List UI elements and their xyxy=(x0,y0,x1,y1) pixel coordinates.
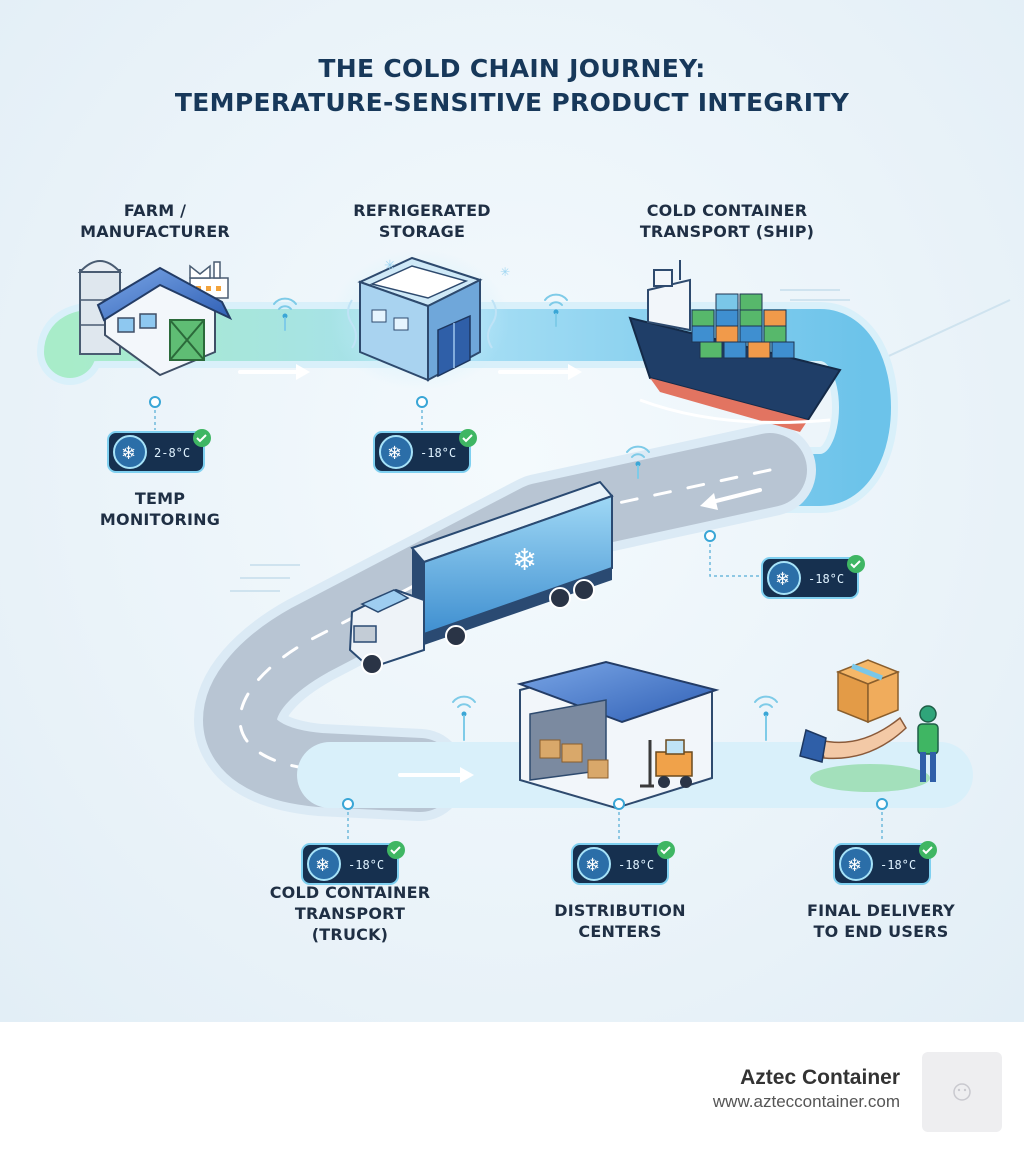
svg-text:✳: ✳ xyxy=(500,265,510,279)
snowflake-icon: ❄ xyxy=(585,855,600,876)
temp-reading: -18°C xyxy=(420,446,456,460)
snowflake-icon: ❄ xyxy=(121,443,136,464)
stage-label-line: (TRUCK) xyxy=(311,925,389,944)
title-line-2: TEMPERATURE-SENSITIVE PRODUCT INTEGRITY xyxy=(174,88,850,117)
check-icon xyxy=(919,841,937,859)
stage-label-line: MANUFACTURER xyxy=(80,222,230,241)
temp-reading: -18°C xyxy=(880,858,916,872)
wifi-signal-icon xyxy=(754,695,778,741)
stage-label-line: CENTERS xyxy=(578,922,662,941)
temp-reading: -18°C xyxy=(348,858,384,872)
temp-badge-truck: ❄ -18°C xyxy=(301,841,405,885)
stage-label-delivery: FINAL DELIVERY TO END USERS xyxy=(786,900,976,942)
stage-label-line: REFRIGERATED xyxy=(353,201,491,220)
svg-text:✳: ✳ xyxy=(384,258,396,274)
stage-label-ship: COLD CONTAINER TRANSPORT (SHIP) xyxy=(612,200,842,242)
stage-label-line: TRANSPORT (SHIP) xyxy=(639,222,815,241)
stage-label-line: FARM / xyxy=(123,201,187,220)
forklift-icon xyxy=(640,739,693,788)
stage-label-line: DISTRIBUTION xyxy=(554,901,686,920)
brand-logo xyxy=(922,1052,1002,1132)
wifi-signal-icon xyxy=(626,445,650,479)
temp-badge-distribution: ❄ -18°C xyxy=(571,841,675,885)
wifi-signal-icon xyxy=(544,293,568,327)
temp-reading: -18°C xyxy=(618,858,654,872)
snowflake-icon: ❄ xyxy=(847,855,862,876)
brand-name: Aztec Container xyxy=(740,1066,900,1089)
stage-label-line: COLD CONTAINER xyxy=(269,883,431,902)
check-icon xyxy=(657,841,675,859)
monitoring-label-line: MONITORING xyxy=(99,510,221,529)
title-line-1: THE COLD CHAIN JOURNEY: xyxy=(318,54,706,83)
brand-url: www.azteccontainer.com xyxy=(712,1092,900,1111)
logo-icon xyxy=(953,1083,971,1101)
distribution-illustration xyxy=(516,660,720,810)
delivery-illustration xyxy=(799,659,939,792)
storage-illustration: ✳ ✳ xyxy=(330,250,510,390)
flow-arrows xyxy=(238,364,762,783)
stage-label-truck: COLD CONTAINER TRANSPORT (TRUCK) xyxy=(250,882,450,945)
svg-text:❄: ❄ xyxy=(512,543,537,578)
stage-label-line: STORAGE xyxy=(378,222,466,241)
snowflake-icon: ❄ xyxy=(387,443,402,464)
snowflake-icon: ❄ xyxy=(315,855,330,876)
stage-label-distribution: DISTRIBUTION CENTERS xyxy=(530,900,710,942)
ship-illustration xyxy=(628,260,842,432)
page-title: THE COLD CHAIN JOURNEY: TEMPERATURE-SENS… xyxy=(0,52,1024,120)
journey-scene: ✳ ✳ ❄ xyxy=(37,250,1011,885)
truck-illustration: ❄ xyxy=(348,480,614,675)
sensor-connectors xyxy=(154,404,883,842)
wifi-signals xyxy=(273,293,778,741)
monitoring-label: TEMP MONITORING xyxy=(80,488,240,530)
stage-label-line: FINAL DELIVERY xyxy=(807,901,955,920)
middle-road xyxy=(194,424,816,821)
monitoring-label-line: TEMP xyxy=(134,489,186,508)
stage-label-line: TRANSPORT xyxy=(294,904,406,923)
stage-label-storage: REFRIGERATED STORAGE xyxy=(322,200,522,242)
stage-label-line: COLD CONTAINER xyxy=(646,201,808,220)
person-icon xyxy=(917,705,939,782)
temp-reading: 2-8°C xyxy=(154,446,190,460)
temp-reading: -18°C xyxy=(808,572,844,586)
check-icon xyxy=(459,429,477,447)
check-icon xyxy=(847,555,865,573)
package-icon xyxy=(835,659,901,724)
snowflake-icon: ❄ xyxy=(775,569,790,590)
footer: Aztec Container www.azteccontainer.com xyxy=(0,1022,1024,1154)
ship-containers xyxy=(691,293,795,359)
temp-badge-ship: ❄ -18°C xyxy=(761,555,865,599)
infographic: ✳ ✳ ❄ xyxy=(0,0,1024,1022)
temp-badge-delivery: ❄ -18°C xyxy=(833,841,937,885)
check-icon xyxy=(387,841,405,859)
farm-illustration xyxy=(77,260,233,377)
upper-road xyxy=(37,302,898,513)
hand-icon xyxy=(799,716,907,763)
temp-badge-storage: ❄ -18°C xyxy=(373,429,477,473)
check-icon xyxy=(193,429,211,447)
wifi-signal-icon xyxy=(452,695,476,741)
stage-label-farm: FARM / MANUFACTURER xyxy=(60,200,250,242)
temp-badge-farm: ❄ 2-8°C xyxy=(107,429,211,473)
wifi-signal-icon xyxy=(273,297,297,331)
sensor-nodes xyxy=(149,396,888,810)
stage-label-line: TO END USERS xyxy=(813,922,949,941)
snowflake-icon: ❄ xyxy=(512,543,537,578)
